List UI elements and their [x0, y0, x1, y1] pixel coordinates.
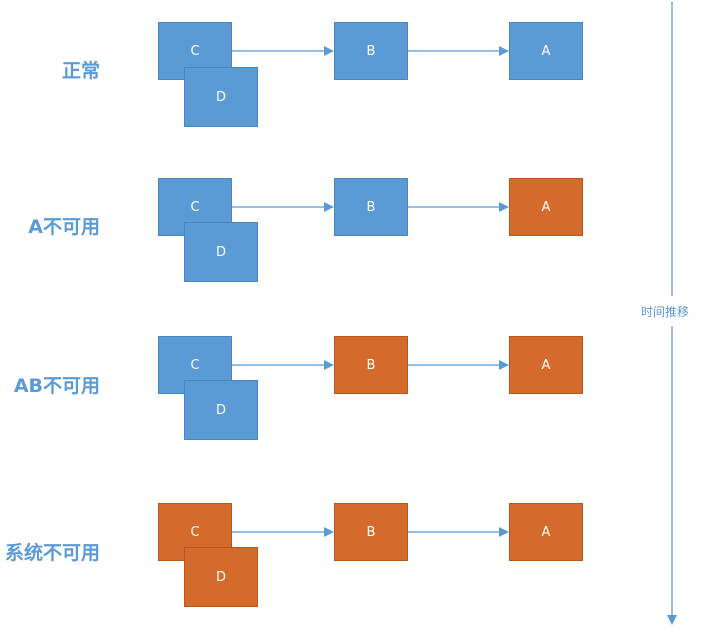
- time-axis-label: 时间推移: [641, 305, 690, 319]
- node-a: A: [509, 336, 583, 394]
- node-a: A: [509, 178, 583, 236]
- row-label-a-down: A不可用: [28, 216, 100, 238]
- node-b: B: [334, 503, 408, 561]
- node-b: B: [334, 178, 408, 236]
- node-d: D: [184, 547, 258, 607]
- row-label-ab-down: AB不可用: [13, 375, 100, 397]
- node-d: D: [184, 67, 258, 127]
- node-a: A: [509, 503, 583, 561]
- node-d: D: [184, 380, 258, 440]
- node-b: B: [334, 22, 408, 80]
- node-d: D: [184, 222, 258, 282]
- node-a: A: [509, 22, 583, 80]
- row-label-normal: 正常: [61, 60, 100, 82]
- node-b: B: [334, 336, 408, 394]
- row-label-system-down: 系统不可用: [4, 542, 100, 564]
